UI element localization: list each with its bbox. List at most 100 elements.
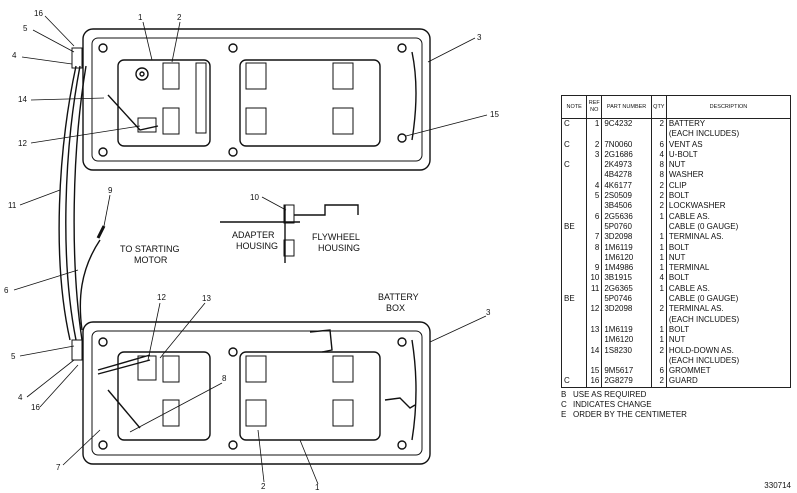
cell-qty — [650, 355, 667, 367]
cell-note — [560, 211, 588, 222]
cell-note — [560, 273, 588, 284]
cell-note — [560, 335, 588, 346]
cell-note: C — [560, 118, 588, 130]
cell-ref — [586, 355, 603, 367]
cell-pn: 2K4973 — [601, 160, 652, 171]
cell-pn: 2G8279 — [601, 376, 652, 388]
cell-ref — [586, 294, 603, 305]
cell-ref: 15 — [586, 366, 603, 377]
callout-1: 1 — [138, 13, 143, 22]
cell-qty: 2 — [650, 191, 667, 202]
cell-note — [560, 149, 588, 161]
cell-note: C — [560, 160, 588, 171]
cell-ref — [586, 201, 603, 212]
cell-pn: 1S8230 — [601, 345, 652, 356]
cell-qty: 8 — [650, 170, 667, 181]
cell-pn: 3B4506 — [601, 201, 652, 212]
cell-pn: 9C4232 — [601, 118, 652, 130]
cell-desc: CABLE AS. — [665, 283, 792, 295]
battery-cables — [58, 65, 151, 375]
cell-desc: NUT — [665, 252, 792, 264]
cell-pn: 1M4986 — [601, 263, 652, 274]
cell-ref: 12 — [586, 304, 603, 315]
cell-qty: 1 — [650, 283, 667, 295]
cell-pn — [601, 129, 652, 140]
cell-qty: 1 — [650, 211, 667, 222]
header-qty: QTY — [650, 95, 667, 119]
drawing-labels: ADAPTER HOUSING FLYWHEEL HOUSING TO STAR… — [120, 230, 419, 313]
callout-4: 4 — [12, 51, 17, 60]
cell-qty: 2 — [650, 118, 667, 130]
cell-qty: 2 — [650, 304, 667, 315]
cell-qty — [650, 129, 667, 140]
cell-note: BE — [560, 221, 588, 233]
cell-ref: 10 — [586, 273, 603, 284]
cell-desc: VENT AS — [665, 139, 792, 150]
cell-pn: 1M6120 — [601, 252, 652, 264]
cell-qty: 1 — [650, 263, 667, 274]
cell-pn: 1M6119 — [601, 242, 652, 253]
header-note: NOTE — [560, 95, 588, 119]
cell-desc: BOLT — [665, 273, 792, 284]
cell-qty: 1 — [650, 232, 667, 243]
cell-note — [560, 232, 588, 243]
cell-desc: NUT — [665, 160, 792, 171]
cell-desc: (EACH INCLUDES) — [665, 355, 792, 367]
cell-desc: BATTERY — [665, 118, 792, 130]
callout-11: 11 — [8, 201, 17, 210]
callout-16b: 16 — [31, 403, 40, 412]
cell-pn: 2G5636 — [601, 211, 652, 222]
cell-pn: 3D2098 — [601, 232, 652, 243]
callout-4b: 4 — [18, 393, 23, 402]
callout-16: 16 — [34, 9, 43, 18]
cell-note — [560, 324, 588, 336]
cell-pn: 2G6365 — [601, 283, 652, 295]
cell-desc: BOLT — [665, 242, 792, 253]
cell-note: C — [560, 139, 588, 150]
callout-5: 5 — [23, 24, 28, 33]
flywheel-housing-label-2: HOUSING — [318, 243, 360, 253]
callout-10: 10 — [250, 193, 259, 202]
cell-qty: 1 — [650, 242, 667, 253]
cell-note: BE — [560, 294, 588, 305]
cell-note — [560, 191, 588, 202]
cell-pn: 2S0509 — [601, 191, 652, 202]
callout-1b: 1 — [315, 483, 320, 492]
cell-ref: 7 — [586, 232, 603, 243]
cell-qty: 2 — [650, 201, 667, 212]
cell-note — [560, 355, 588, 367]
cell-note — [560, 283, 588, 295]
callout-9: 9 — [108, 186, 113, 195]
cell-ref — [586, 314, 603, 325]
to-starting-motor-label-2: MOTOR — [134, 255, 168, 265]
cell-pn — [601, 355, 652, 367]
cell-desc: NUT — [665, 335, 792, 346]
cell-note — [560, 129, 588, 140]
cell-qty: 6 — [650, 366, 667, 377]
cell-ref: 6 — [586, 211, 603, 222]
cell-qty — [650, 314, 667, 325]
cell-desc: CLIP — [665, 180, 792, 192]
cell-desc: BOLT — [665, 324, 792, 336]
cell-ref: 5 — [586, 191, 603, 202]
cell-ref: 3 — [586, 149, 603, 161]
cell-pn: 1M6120 — [601, 335, 652, 346]
